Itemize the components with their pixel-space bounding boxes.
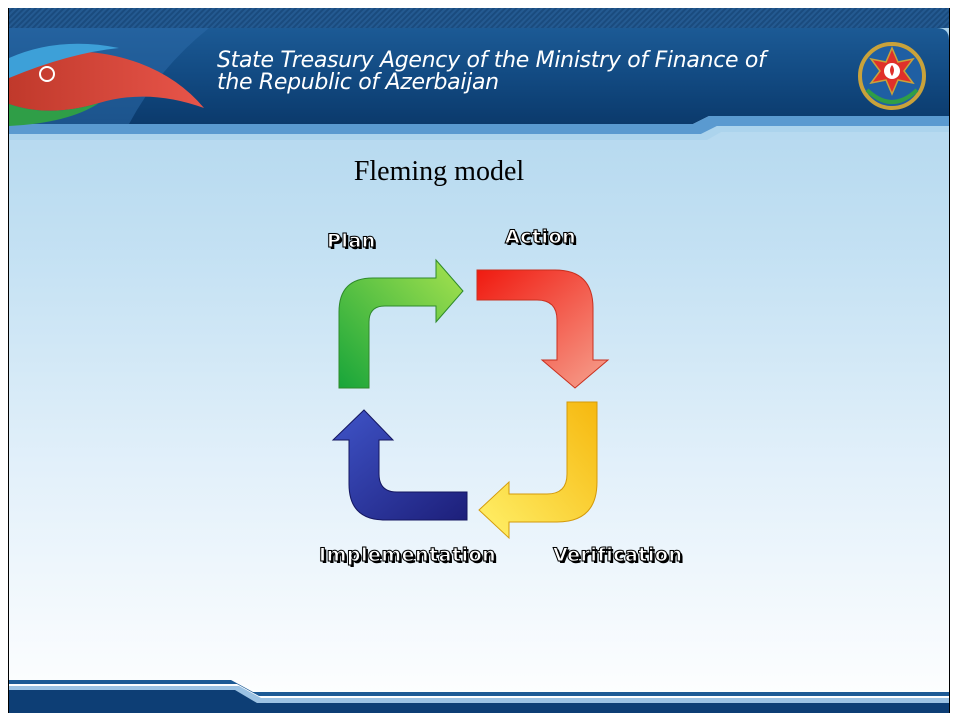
footer-banner	[9, 676, 949, 713]
curved-arrow-up-icon	[331, 409, 468, 521]
curved-arrow-left-icon	[478, 401, 598, 540]
curved-arrow-down-icon	[476, 269, 610, 389]
stage-label-verification: Verification	[552, 544, 683, 567]
stage-label-plan: Plan	[327, 230, 376, 253]
stage-label-implementation: Implementation	[318, 544, 497, 567]
header-title-line-2: the Republic of Azerbaijan	[217, 70, 499, 95]
fleming-cycle-diagram: Plan Action Verification Implementation	[299, 220, 719, 580]
curved-arrow-right-icon	[338, 258, 464, 389]
header-background	[9, 8, 949, 140]
cycle-arrows	[331, 258, 610, 540]
slide: State Treasury Agency of the Ministry of…	[8, 8, 950, 713]
header-title: State Treasury Agency of the Ministry of…	[217, 50, 817, 94]
footer-background	[9, 680, 949, 713]
header-banner: State Treasury Agency of the Ministry of…	[9, 8, 949, 158]
stage-label-action: Action	[504, 226, 577, 249]
slide-title: Fleming model	[353, 156, 525, 187]
azerbaijan-flag-icon	[9, 28, 209, 126]
azerbaijan-emblem-icon	[858, 42, 926, 110]
header-title-line-1: State Treasury Agency of the Ministry of…	[217, 48, 766, 73]
